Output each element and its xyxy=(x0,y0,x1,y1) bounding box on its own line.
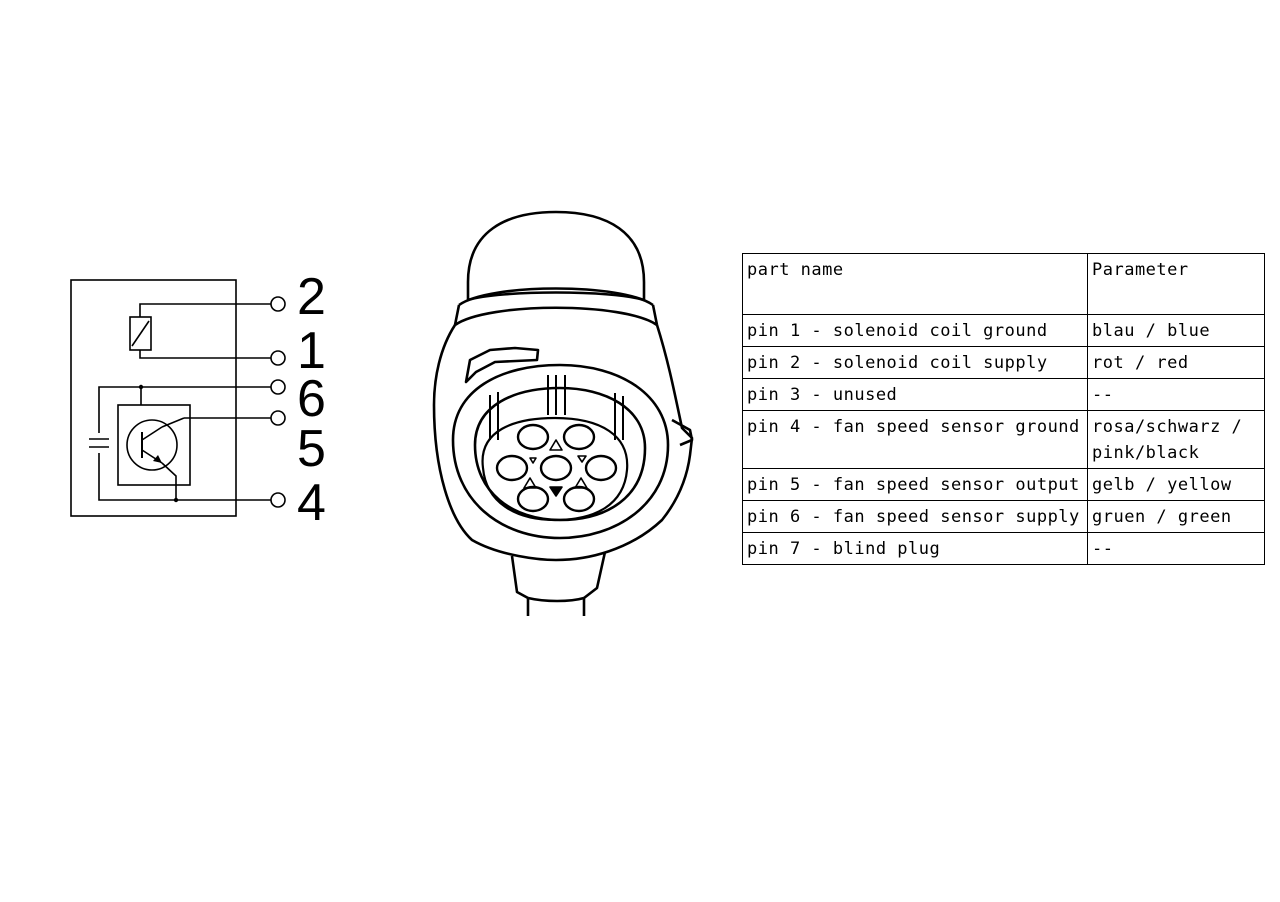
row-part-name: pin 7 - blind plug xyxy=(742,532,1088,565)
pin-label-5: 5 xyxy=(297,420,326,478)
schematic-housing xyxy=(70,279,237,517)
terminal-2 xyxy=(270,296,286,312)
pin-cavity-5 xyxy=(562,485,596,513)
table-row: pin 1 - solenoid coil ground blau / blue xyxy=(742,314,1265,347)
pin-cavity-2 xyxy=(562,423,596,451)
connector-rear-collar xyxy=(466,210,646,283)
pin-label-4: 4 xyxy=(297,474,326,532)
header-part-name: part name xyxy=(742,253,1088,315)
row-part-name: pin 5 - fan speed sensor output xyxy=(742,468,1088,501)
pin-cavity-1 xyxy=(516,423,550,451)
table-row: pin 7 - blind plug -- xyxy=(742,532,1265,565)
connector-socket xyxy=(473,386,647,522)
table-row: pin 4 - fan speed sensor ground rosa/sch… xyxy=(742,410,1265,469)
pin-label-6: 6 xyxy=(297,370,326,428)
pin-cavity-3 xyxy=(495,454,529,482)
row-part-name: pin 1 - solenoid coil ground xyxy=(742,314,1088,347)
row-part-name: pin 6 - fan speed sensor supply xyxy=(742,500,1088,533)
connector-body xyxy=(432,324,694,562)
row-parameter: -- xyxy=(1087,378,1265,411)
table-row: pin 3 - unused -- xyxy=(742,378,1265,411)
table-header-row: part name Parameter xyxy=(742,253,1265,315)
row-part-name: pin 3 - unused xyxy=(742,378,1088,411)
pin-label-2: 2 xyxy=(297,268,326,326)
terminal-5 xyxy=(270,410,286,426)
row-parameter: blau / blue xyxy=(1087,314,1265,347)
connector-latch xyxy=(464,346,540,384)
pin-cavity-6 xyxy=(516,485,550,513)
connector-ribs xyxy=(489,375,624,440)
row-parameter: rosa/schwarz / pink/black xyxy=(1087,410,1265,469)
wiring-schematic xyxy=(70,279,286,517)
pin-cavity-7 xyxy=(539,454,573,482)
pin-assignment-table: part name Parameter pin 1 - solenoid coi… xyxy=(742,253,1265,565)
row-parameter: gelb / yellow xyxy=(1087,468,1265,501)
coding-triangles xyxy=(523,439,588,497)
row-part-name: pin 2 - solenoid coil supply xyxy=(742,346,1088,379)
terminal-4 xyxy=(270,492,286,508)
table-row: pin 6 - fan speed sensor supply gruen / … xyxy=(742,500,1265,533)
pin-insert xyxy=(481,416,629,522)
row-parameter: gruen / green xyxy=(1087,500,1265,533)
connector-face xyxy=(451,363,670,540)
connector-drawing xyxy=(432,210,694,616)
terminal-1 xyxy=(270,350,286,366)
connector-ring xyxy=(458,287,654,307)
row-parameter: rot / red xyxy=(1087,346,1265,379)
pin-cavity-4 xyxy=(584,454,618,482)
row-parameter: -- xyxy=(1087,532,1265,565)
hall-sensor-transistor-symbol xyxy=(117,404,271,503)
solenoid-coil-symbol xyxy=(129,303,271,359)
terminal-6 xyxy=(270,379,286,395)
pin-cavities xyxy=(495,423,618,513)
header-parameter: Parameter xyxy=(1087,253,1265,315)
pin-number-labels: 2 1 6 5 4 xyxy=(297,268,326,532)
table-row: pin 5 - fan speed sensor output gelb / y… xyxy=(742,468,1265,501)
pin-label-1: 1 xyxy=(297,322,326,380)
capacitor-symbol xyxy=(89,438,109,448)
row-part-name: pin 4 - fan speed sensor ground xyxy=(742,410,1088,469)
table-row: pin 2 - solenoid coil supply rot / red xyxy=(742,346,1265,379)
connector-key xyxy=(671,418,694,447)
cable-outlet xyxy=(510,551,607,616)
